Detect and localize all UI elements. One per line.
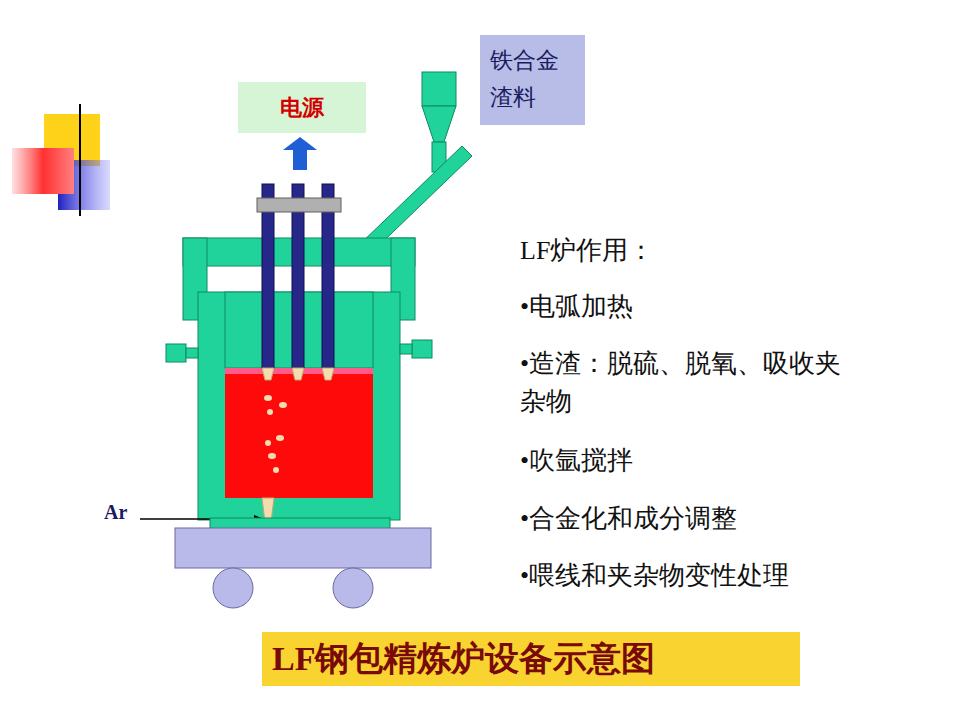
- alloy-hopper: [358, 72, 472, 256]
- molten-steel: [225, 368, 373, 498]
- gas-label: Ar: [104, 498, 144, 527]
- node-text: 铁合金 渣料: [490, 43, 575, 117]
- function-heading: LF炉作用：: [520, 232, 820, 270]
- argon-bubbles: [264, 395, 287, 473]
- title-banner: LF钢包精炼炉设备示意图: [262, 632, 800, 686]
- node-text: 电源: [248, 90, 356, 125]
- function-item: •喂线和夹杂物变性处理: [520, 557, 920, 595]
- car-wheel: [213, 568, 253, 608]
- function-item: •电弧加热: [520, 288, 865, 326]
- function-item: •合金化和成分调整: [520, 500, 865, 538]
- function-item: •造渣：脱硫、脱氧、吸收夹杂物: [520, 345, 865, 420]
- material-feed-box: 铁合金 渣料: [480, 35, 585, 125]
- ladle-car: [175, 528, 431, 568]
- car-wheel: [333, 568, 373, 608]
- power-supply-box: 电源: [238, 82, 366, 133]
- diagram-title: LF钢包精炼炉设备示意图: [272, 636, 655, 682]
- graphite-electrodes: [257, 184, 341, 380]
- power-arrow: [283, 137, 317, 170]
- function-item: •吹氩搅拌: [520, 442, 865, 480]
